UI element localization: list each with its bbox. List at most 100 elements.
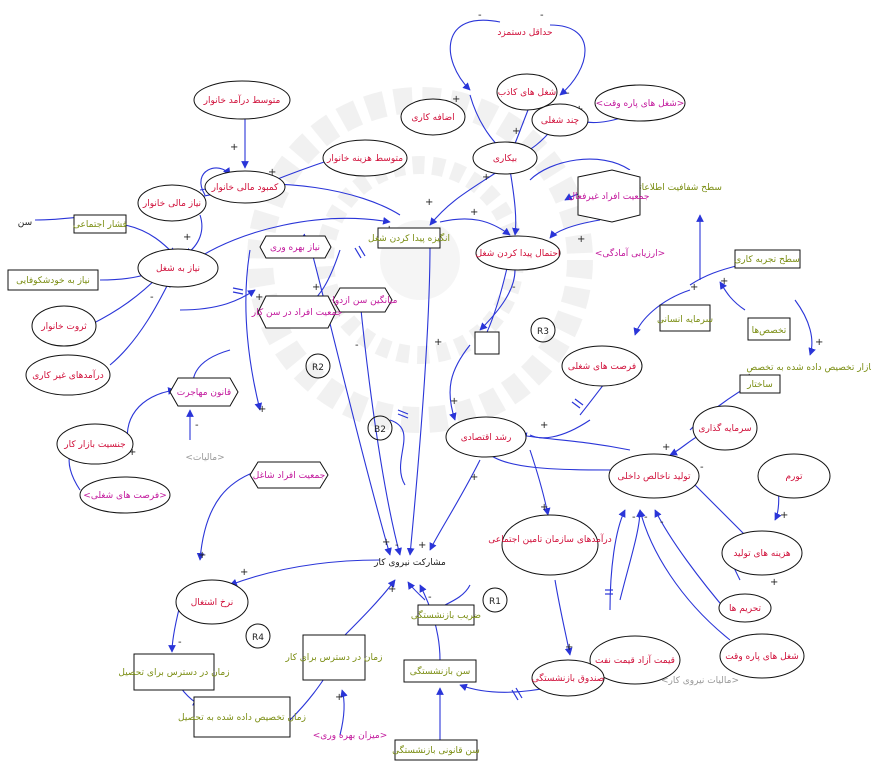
svg-text:شغل های کاذب: شغل های کاذب [498, 88, 556, 98]
svg-text:-: - [428, 592, 432, 603]
svg-text:احتمال پیدا کردن شغل: احتمال پیدا کردن شغل [476, 249, 561, 259]
node-household-wealth: ثروت خانوار [31, 305, 97, 347]
node-household-financial-need: نیاز مالی خانوار [137, 184, 207, 222]
svg-text:نرخ اشتغال: نرخ اشتغال [191, 598, 234, 608]
svg-text:فشار اجتماعی: فشار اجتماعی [73, 220, 127, 230]
svg-text:جنسیت بازار کار: جنسیت بازار کار [63, 440, 125, 450]
svg-text:جمعیت افراد غیرفعال: جمعیت افراد غیرفعال [569, 192, 650, 202]
svg-text:<مالیات نیروی کار>: <مالیات نیروی کار> [661, 676, 739, 686]
svg-text:چند شغلی: چند شغلی [541, 116, 579, 126]
loop-b2: B2 [367, 415, 393, 441]
svg-text:میانگین سن ازدواج: میانگین سن ازدواج [327, 294, 398, 306]
delay-marks [232, 245, 613, 701]
node-social-pressure: فشار اجتماعی [73, 214, 127, 234]
node-sanctions: تحریم ها [718, 593, 772, 623]
svg-text:+: + [255, 292, 263, 303]
svg-text:شغل های پاره وقت: شغل های پاره وقت [725, 652, 799, 662]
node-social-security-income: درآمدهای سازمان تامین اجتماعی [488, 514, 612, 576]
node-pension-fund: صندوق بازنشستگی [531, 659, 605, 697]
node-median-marriage-age: میانگین سن ازدواج [327, 287, 398, 313]
node-part-time-jobs: شغل های پاره وقت [719, 633, 805, 679]
svg-text:بازار تخصیص داده شده به تخصص: بازار تخصیص داده شده به تخصص [746, 363, 871, 373]
svg-text:+: + [470, 207, 478, 218]
svg-text:نیاز مالی خانوار: نیاز مالی خانوار [142, 199, 201, 209]
loop-r3: R3 [530, 317, 556, 343]
svg-text:سرمایه انسانی: سرمایه انسانی [657, 315, 713, 325]
node-retirement-ratio: ضریب بازنشستگی [411, 604, 481, 626]
svg-text:بیکاری: بیکاری [493, 154, 517, 164]
node-oil-price: قیمت آزاد قیمت نفت [589, 635, 681, 685]
loop-r4: R4 [245, 623, 271, 649]
svg-text:کمبود مالی خانوار: کمبود مالی خانوار [211, 183, 279, 193]
svg-text:متوسط درآمد خانوار: متوسط درآمد خانوار [203, 94, 281, 106]
svg-text:+: + [312, 282, 320, 293]
svg-text:مشارکت نیروی کار: مشارکت نیروی کار [373, 558, 446, 568]
svg-text:زمان در دسترس برای کار: زمان در دسترس برای کار [285, 653, 383, 663]
svg-text:+: + [770, 577, 778, 588]
svg-text:ثروت خانوار: ثروت خانوار [40, 322, 87, 332]
svg-text:+: + [230, 142, 238, 153]
svg-text:هزینه های تولید: هزینه های تولید [733, 549, 791, 559]
svg-text:+: + [470, 472, 478, 483]
svg-text:ساختار: ساختار [746, 380, 773, 390]
svg-text:+: + [335, 692, 343, 703]
svg-text:+: + [450, 396, 458, 407]
svg-text:سن بازنشستگی: سن بازنشستگی [410, 665, 471, 677]
svg-text:R1: R1 [489, 597, 501, 607]
svg-text:+: + [452, 94, 460, 105]
svg-text:متوسط هزینه خانوار: متوسط هزینه خانوار [326, 154, 403, 164]
svg-text:ضریب بازنشستگی: ضریب بازنشستگی [411, 609, 481, 621]
node-min-continuity: حداقل دستمزد [497, 28, 552, 38]
svg-text:زمان در دسترس برای تحصیل: زمان در دسترس برای تحصیل [118, 668, 229, 678]
node-economic-growth: رشد اقتصادی [445, 416, 527, 458]
svg-text:درآمدهای غیر کاری: درآمدهای غیر کاری [32, 369, 103, 381]
svg-text:+: + [690, 282, 698, 293]
svg-text:-: - [478, 10, 482, 21]
node-legal-retirement-age: سن قانونی بازنشستگی [392, 739, 480, 761]
svg-text:تخصص‌ها: تخصص‌ها [752, 326, 787, 336]
svg-text:+: + [388, 584, 396, 595]
svg-text:درآمدهای سازمان تامین اجتماعی: درآمدهای سازمان تامین اجتماعی [488, 533, 612, 545]
node-spec-remaining: بازار تخصیص داده شده به تخصص [746, 363, 871, 373]
node-unemployment: بیکاری [472, 141, 538, 175]
node-job-search-motivation: انگیزه پیدا کردن شغل [368, 227, 450, 249]
svg-text:تولید ناخالص داخلی: تولید ناخالص داخلی [618, 472, 691, 482]
svg-text:<مالیات>: <مالیات> [185, 453, 224, 463]
node-employment-rate: نرخ اشتغال [175, 579, 249, 625]
node-human-capital: سرمایه انسانی [657, 304, 713, 332]
svg-text:تورم: تورم [785, 472, 803, 482]
node-fake-jobs: شغل های کاذب [496, 73, 558, 111]
node-education-population: جمعیت افراد در سن کار [251, 295, 342, 329]
svg-text:R3: R3 [537, 327, 549, 337]
node-job-readiness: <ارزیابی آمادگی> [595, 247, 665, 259]
svg-text:زمان تخصیص داده شده به تحصیل: زمان تخصیص داده شده به تحصیل [178, 713, 306, 723]
node-part-time-jobs-pink: <شغل های پاره وقت> [594, 84, 686, 122]
node-productivity-pink: <میزان بهره وری> [313, 731, 388, 741]
svg-text:+: + [128, 447, 136, 458]
svg-text:جمعیت افراد شاغل: جمعیت افراد شاغل [253, 471, 325, 481]
svg-text:تحریم ها: تحریم ها [729, 604, 762, 614]
svg-text:+: + [198, 550, 206, 561]
node-structure: ساختار [739, 374, 781, 394]
node-inactive-population: جمعیت افراد غیرفعال [569, 169, 650, 223]
svg-text:-: - [512, 282, 516, 293]
node-tax: <مالیات> [185, 453, 224, 463]
svg-text:+: + [418, 540, 426, 551]
svg-text:حداقل دستمزد: حداقل دستمزد [497, 28, 552, 38]
svg-text:-: - [195, 420, 199, 431]
node-productivity-need: نیاز بهره وری [259, 235, 332, 259]
node-job-finding-probability: احتمال پیدا کردن شغل [475, 235, 561, 271]
node-retirement-age: سن بازنشستگی [403, 659, 477, 683]
svg-text:-: - [632, 512, 636, 523]
node-household-avg-cost: متوسط هزینه خانوار [322, 139, 408, 177]
svg-text:+: + [434, 337, 442, 348]
svg-text:نیاز به شغل: نیاز به شغل [156, 264, 200, 274]
svg-text:رشد اقتصادی: رشد اقتصادی [461, 433, 512, 443]
node-employed-population: جمعیت افراد شاغل [249, 461, 329, 489]
node-market-gender: جنسیت بازار کار [56, 423, 134, 465]
svg-text:+: + [240, 567, 248, 578]
node-non-work-income: درآمدهای غیر کاری [25, 354, 111, 396]
svg-text:+: + [662, 442, 670, 453]
